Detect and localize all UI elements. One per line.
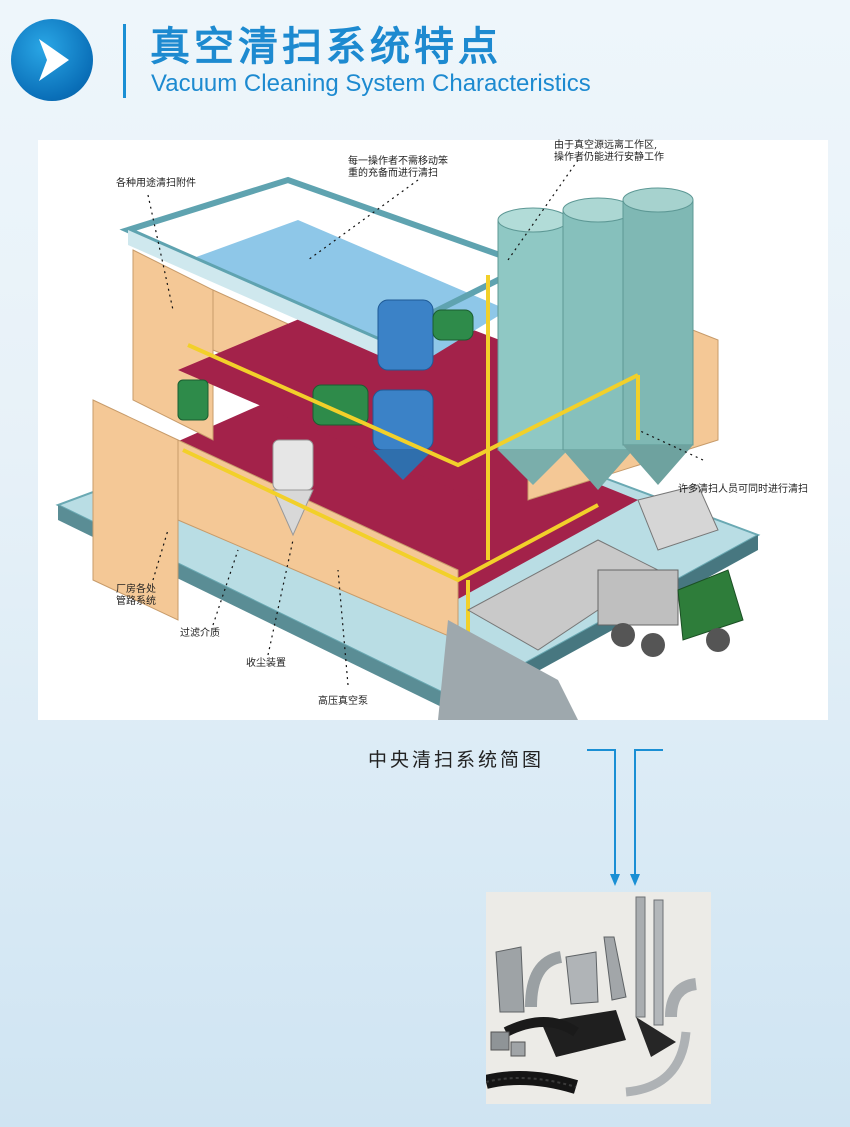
chevron-right-icon bbox=[39, 39, 69, 81]
callout-pump: 高压真空泵 bbox=[318, 696, 368, 707]
page-title: 真空清扫系统特点 bbox=[150, 24, 502, 70]
connector-arrows bbox=[585, 740, 665, 894]
header-badge bbox=[11, 19, 93, 101]
arrow-down-icon bbox=[630, 874, 640, 886]
callout-attachments: 各种用途清扫附件 bbox=[116, 178, 196, 189]
header-divider bbox=[123, 24, 126, 98]
callout-remote: 由于真空源远离工作区, 操作者仍能进行安静工作 bbox=[554, 140, 664, 163]
attachments-photo bbox=[486, 892, 711, 1104]
arrow-down-icon bbox=[610, 874, 620, 886]
diagram-caption: 中央清扫系统简图 bbox=[368, 749, 545, 771]
callout-multiple: 许多清扫人员可同时进行清扫 bbox=[678, 484, 808, 495]
callout-collector: 收尘装置 bbox=[246, 658, 286, 669]
system-cutaway-illustration: 各种用途清扫附件 每一操作者不需移动笨 重的充备而进行清扫 由于真空源远离工作区… bbox=[38, 140, 828, 720]
callout-piping: 厂房各处 管路系统 bbox=[116, 584, 156, 607]
callout-filter: 过滤介质 bbox=[180, 628, 220, 639]
callout-operator: 每一操作者不需移动笨 重的充备而进行清扫 bbox=[348, 156, 448, 179]
page-subtitle: Vacuum Cleaning System Characteristics bbox=[151, 70, 591, 97]
